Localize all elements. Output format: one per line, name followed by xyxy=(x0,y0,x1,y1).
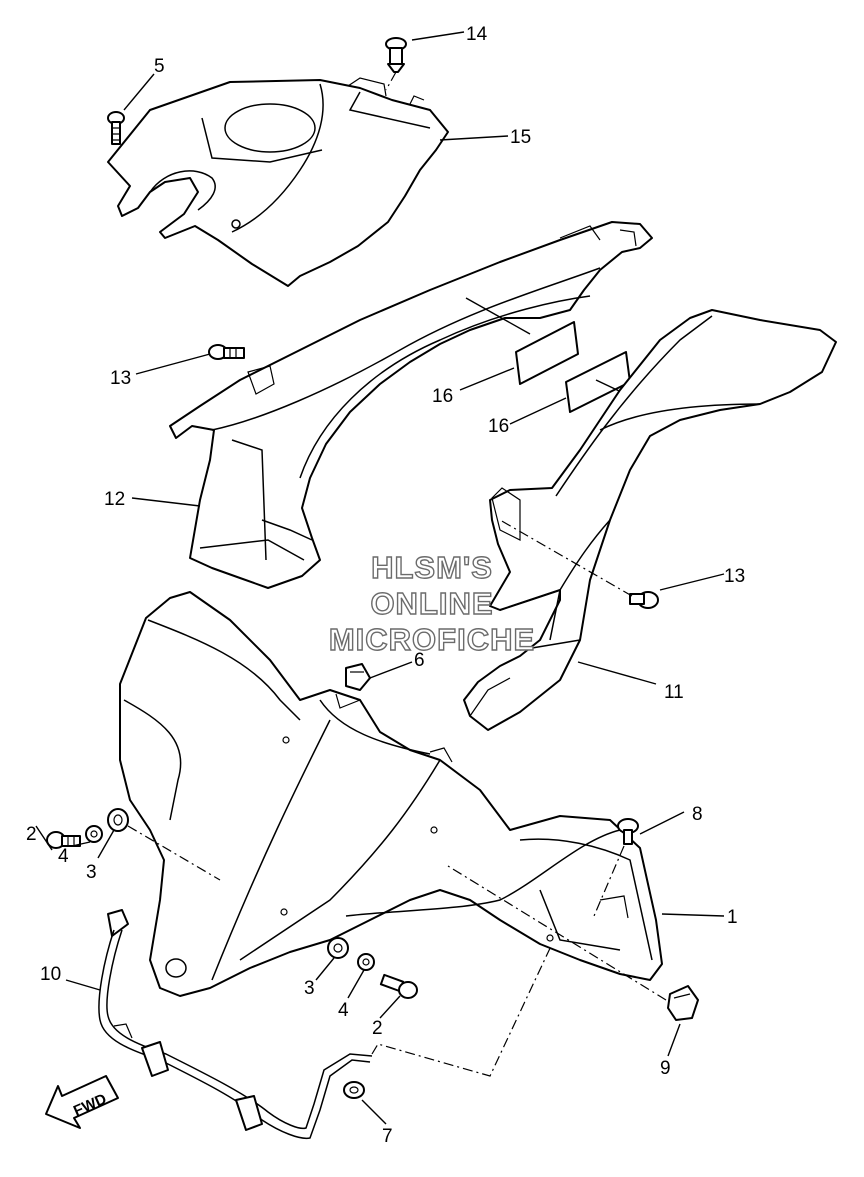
part-6-clip xyxy=(345,663,371,691)
part-14-pin xyxy=(385,37,407,91)
assembly-line xyxy=(371,943,553,1077)
part-15-top-cover xyxy=(107,77,449,287)
callout-labels: 1 2 2 3 3 4 4 5 6 7 8 9 10 11 12 13 13 1… xyxy=(26,24,745,1147)
callout-1: 1 xyxy=(727,907,738,928)
callout-6: 6 xyxy=(414,650,425,671)
part-2-bolt-left xyxy=(46,831,81,849)
callout-12: 12 xyxy=(104,489,125,510)
part-13-bolt-upper xyxy=(208,344,245,360)
callout-2-right: 2 xyxy=(372,1018,383,1039)
part-3-grommet-right xyxy=(327,937,349,959)
callout-10: 10 xyxy=(40,964,61,985)
part-7-nut xyxy=(343,1081,365,1099)
callout-7: 7 xyxy=(382,1126,393,1147)
part-8-screw xyxy=(593,818,639,917)
part-3-grommet-left xyxy=(107,808,221,881)
part-12-left-side-panel xyxy=(169,221,653,589)
callout-16-left: 16 xyxy=(432,386,453,407)
callout-15: 15 xyxy=(510,127,531,148)
part-5-bolt xyxy=(107,111,125,145)
watermark: HLSM'S ONLINE MICROFICHE xyxy=(328,549,535,657)
callout-3-right: 3 xyxy=(304,978,315,999)
watermark-line-2: ONLINE xyxy=(370,586,493,621)
callout-14: 14 xyxy=(466,24,488,45)
callout-13-lower: 13 xyxy=(724,566,745,587)
callout-3-left: 3 xyxy=(86,862,97,883)
callout-4-right: 4 xyxy=(338,1000,349,1021)
part-13-bolt-lower xyxy=(499,519,659,609)
part-2-bolt-right xyxy=(379,973,418,999)
callout-8: 8 xyxy=(692,804,703,825)
callout-13-upper: 13 xyxy=(110,368,131,389)
callout-4-left: 4 xyxy=(58,846,69,867)
part-4-collar-left xyxy=(85,825,103,843)
part-4-collar-right xyxy=(357,953,375,971)
callout-2-left: 2 xyxy=(26,824,37,845)
callout-11: 11 xyxy=(664,682,684,703)
part-1-front-fender xyxy=(119,591,663,997)
watermark-line-3: MICROFICHE xyxy=(329,622,535,657)
callout-9: 9 xyxy=(660,1058,671,1079)
part-10-bracket xyxy=(98,909,373,1140)
callout-16-right: 16 xyxy=(488,416,509,437)
watermark-line-1: HLSM'S xyxy=(371,550,493,585)
forward-direction-arrow: FWD xyxy=(45,1075,119,1129)
callout-5: 5 xyxy=(154,56,165,77)
part-11-right-side-panel xyxy=(463,309,837,731)
part-9-clip xyxy=(447,865,699,1021)
leader-lines xyxy=(35,31,725,1125)
